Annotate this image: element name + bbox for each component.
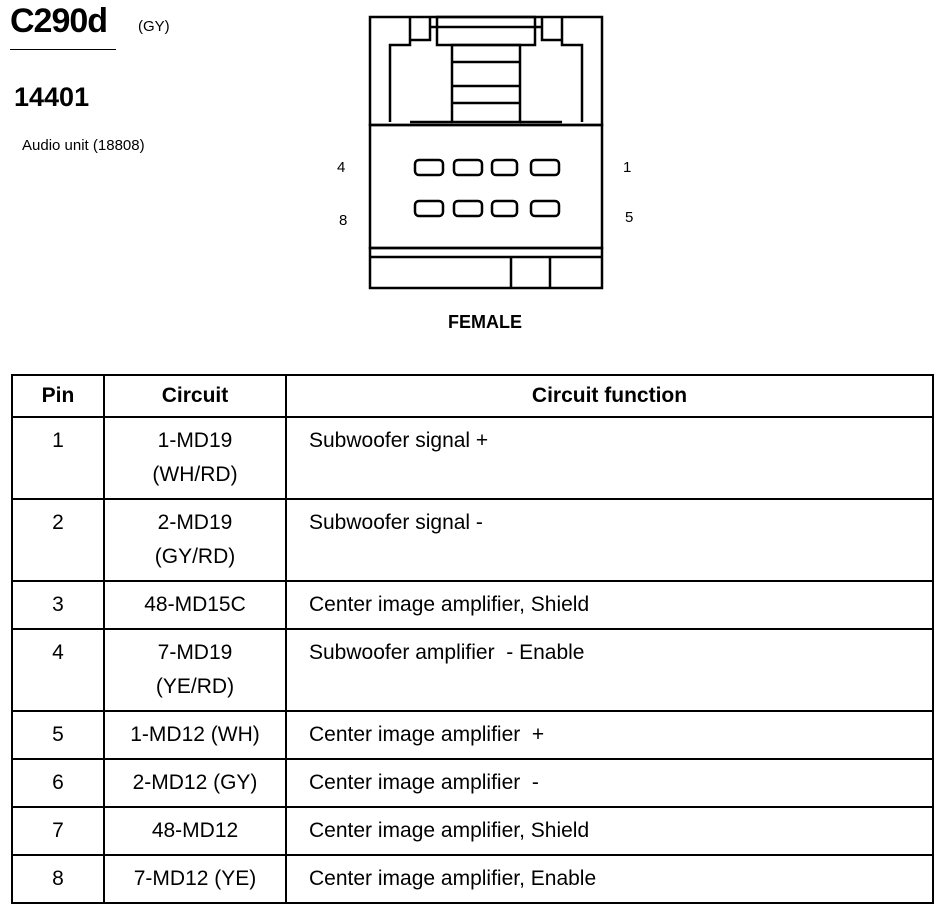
pin-cavity-5 [529, 199, 561, 218]
pin-number: 8 [11, 854, 105, 904]
pin-cavity-6 [490, 199, 519, 218]
circuit-cell: 1-MD19 (WH/RD) [103, 416, 287, 500]
circuit-cell: 7-MD19 (YE/RD) [103, 628, 287, 712]
pin-cavity-4 [413, 158, 445, 177]
pin-number: 3 [11, 580, 105, 630]
table-row: 4 7-MD19 (YE/RD) Subwoofer amplifier - Enab… [11, 628, 934, 712]
circuit-cell: 1-MD12 (WH) [103, 710, 287, 760]
table-header-row: Pin Circuit Circuit function [11, 374, 934, 418]
table-row: 2 2-MD19 (GY/RD) Subwoofer signal - [11, 498, 934, 582]
circuit-cell: 2-MD19 (GY/RD) [103, 498, 287, 582]
circuit-cell: 2-MD12 (GY) [103, 758, 287, 808]
component-description: Audio unit (18808) [22, 137, 145, 154]
pin-cavity-8 [413, 199, 445, 218]
pin-number: 6 [11, 758, 105, 808]
pin-number: 2 [11, 498, 105, 582]
header-pin: Pin [11, 374, 105, 418]
circuit-wire-color: (WH/RD) [152, 463, 238, 486]
circuit-code: 48-MD15C [144, 593, 246, 616]
circuit-code: 1-MD12 (WH) [130, 723, 260, 746]
table-row: 6 2-MD12 (GY) Center image amplifier - [11, 758, 934, 808]
circuit-cell: 48-MD15C [103, 580, 287, 630]
header-circuit: Circuit [103, 374, 287, 418]
table-row: 5 1-MD12 (WH) Center image amplifier + [11, 710, 934, 760]
pin-number: 4 [11, 628, 105, 712]
circuit-function: Center image amplifier, Shield [285, 580, 934, 630]
circuit-function: Center image amplifier + [285, 710, 934, 760]
circuit-cell: 7-MD12 (YE) [103, 854, 287, 904]
pin-label-top-left: 4 [337, 159, 346, 176]
pin-number: 5 [11, 710, 105, 760]
circuit-function: Subwoofer amplifier - Enable [285, 628, 934, 712]
circuit-cell: 48-MD12 [103, 806, 287, 856]
connector-id: C290d [10, 2, 108, 40]
table-row: 1 1-MD19 (WH/RD) Subwoofer signal + [11, 416, 934, 500]
connector-face-diagram [368, 15, 604, 290]
circuit-code: 1-MD19 [157, 429, 233, 452]
circuit-wire-color: (GY/RD) [154, 545, 236, 568]
circuit-function: Center image amplifier, Shield [285, 806, 934, 856]
connector-gender: FEMALE [448, 312, 522, 332]
pin-cavity-7 [452, 199, 484, 218]
connector-key-section [368, 246, 604, 290]
circuit-code: 48-MD12 [151, 819, 239, 842]
pin-number: 7 [11, 806, 105, 856]
circuit-code: 2-MD12 (GY) [132, 771, 258, 794]
connector-latch-housing [368, 15, 604, 127]
part-number: 14401 [14, 82, 90, 112]
circuit-function: Center image amplifier, Enable [285, 854, 934, 904]
circuit-code: 2-MD19 [157, 511, 233, 534]
pin-cavity-2 [490, 158, 519, 177]
connector-face [368, 123, 604, 250]
circuit-function: Subwoofer signal + [285, 416, 934, 500]
circuit-function: Center image amplifier - [285, 758, 934, 808]
pin-label-top-right: 1 [623, 159, 632, 176]
pin-label-bottom-right: 5 [625, 209, 634, 226]
header-circuit-function: Circuit function [285, 374, 934, 418]
circuit-wire-color: (YE/RD) [155, 675, 235, 698]
connector-id-underline [10, 49, 116, 50]
circuit-code: 7-MD12 (YE) [133, 867, 257, 890]
pin-cavity-1 [529, 158, 561, 177]
circuit-code: 7-MD19 [157, 641, 233, 664]
table-row: 8 7-MD12 (YE) Center image amplifier, Enab… [11, 854, 934, 904]
pin-cavity-3 [452, 158, 484, 177]
circuit-function: Subwoofer signal - [285, 498, 934, 582]
pin-number: 1 [11, 416, 105, 500]
table-row: 3 48-MD15C Center image amplifier, Shield [11, 580, 934, 630]
pinout-table: Pin Circuit Circuit function 1 1-MD19 (WH/… [11, 374, 934, 904]
table-row: 7 48-MD12 Center image amplifier, Shield [11, 806, 934, 856]
pin-label-bottom-left: 8 [339, 212, 348, 229]
connector-color: (GY) [138, 18, 170, 35]
